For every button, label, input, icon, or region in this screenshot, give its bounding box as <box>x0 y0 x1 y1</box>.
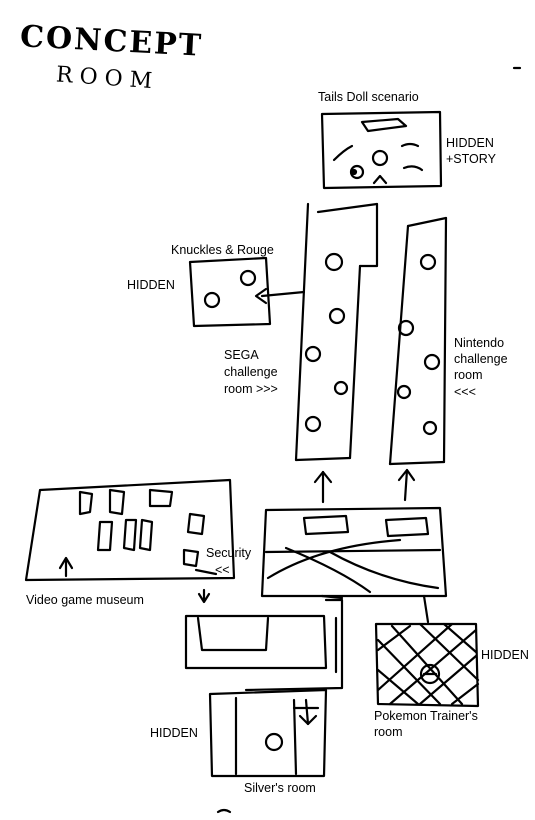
label-security: Security <box>206 545 251 561</box>
stray-marks <box>218 68 520 812</box>
central-hall <box>262 508 446 622</box>
label-sega-3: room >>> <box>224 381 278 397</box>
label-pokemon-1: Pokemon Trainer's <box>374 708 478 724</box>
label-security-arrows: << <box>215 562 230 578</box>
label-knuckles-rouge: Knuckles & Rouge <box>171 242 274 258</box>
label-tails-hidden: HIDDEN <box>446 135 494 151</box>
label-silvers-room: Silver's room <box>244 780 316 796</box>
pokemon-trainer-room <box>376 624 478 706</box>
label-sega-2: challenge <box>224 364 278 380</box>
label-silver-hidden: HIDDEN <box>150 725 198 741</box>
label-nintendo-2: challenge <box>454 351 508 367</box>
knuckles-rouge-room <box>190 258 304 326</box>
label-pokemon-2: room <box>374 724 402 740</box>
label-nintendo-3: room <box>454 367 482 383</box>
label-sega-1: SEGA <box>224 347 259 363</box>
label-nintendo-4: <<< <box>454 384 476 400</box>
label-knuckles-hidden: HIDDEN <box>127 277 175 293</box>
sega-challenge-room <box>296 204 360 460</box>
video-game-museum <box>26 480 234 602</box>
label-nintendo-1: Nintendo <box>454 335 504 351</box>
label-pokemon-hidden: HIDDEN <box>481 647 529 663</box>
tails-doll-room <box>322 112 441 188</box>
security-room <box>186 600 342 690</box>
nintendo-challenge-room <box>390 218 446 464</box>
label-tails-doll: Tails Doll scenario <box>318 89 419 105</box>
label-tails-story: +STORY <box>446 151 496 167</box>
label-video-game-museum: Video game museum <box>26 592 144 608</box>
up-arrows <box>315 470 414 502</box>
silvers-room <box>210 690 326 776</box>
